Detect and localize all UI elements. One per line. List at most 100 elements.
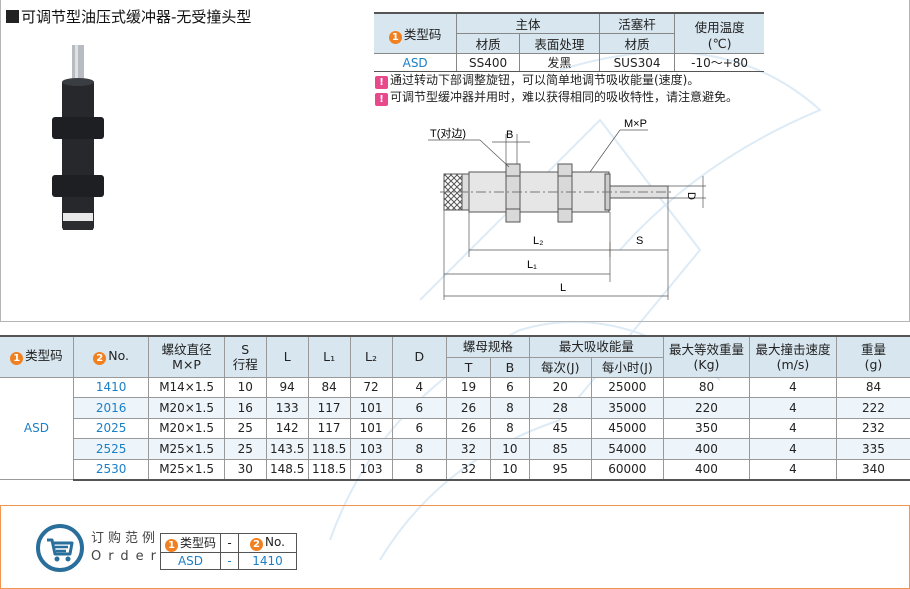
body-header: 主体 (456, 12, 600, 34)
marker-1-icon: 1 (10, 352, 24, 366)
energy-header: 最大吸收能量 (528, 335, 665, 358)
per-hour-cell: 60000 (590, 458, 665, 481)
no-cell: 1410 (72, 376, 150, 398)
note-item: !可调节型缓冲器并用时，难以获得相同的吸收特性，请注意避免。 (375, 89, 738, 106)
l-cell: 148.5 (265, 458, 309, 481)
per-hour-header: 每小时(J) (590, 356, 664, 378)
l-cell: 133 (265, 397, 309, 419)
thread-cell: M14×1.5 (148, 376, 225, 398)
rod-header: 活塞杆 (598, 12, 676, 34)
svg-text:S: S (636, 235, 643, 247)
l1-cell: 117 (307, 397, 351, 419)
svg-text:D: D (685, 192, 697, 200)
eq-weight-cell: 400 (663, 458, 750, 481)
s-cell: 30 (223, 458, 267, 481)
order-dash: - (220, 533, 239, 553)
d-cell: 6 (391, 417, 448, 439)
l2-cell: 103 (349, 458, 393, 481)
no-cell: 2525 (73, 438, 150, 460)
b-cell: 6 (490, 376, 530, 398)
s-cell: 10 (223, 376, 267, 398)
eq-weight-header: 最大等效重量(Kg) (663, 335, 750, 378)
warning-icon: ! (375, 93, 388, 106)
l-header: L (265, 335, 309, 378)
eq-weight-cell: 400 (663, 438, 750, 460)
l2-cell: 101 (349, 397, 393, 419)
per-cycle-header: 每次(J) (528, 356, 592, 378)
per-hour-cell: 54000 (590, 438, 665, 460)
order-dash: - (220, 552, 239, 570)
rod-material-value: SUS304 (598, 53, 676, 72)
l1-cell: 84 (307, 376, 351, 398)
t-cell: 26 (446, 417, 492, 439)
svg-text:M×P: M×P (624, 118, 647, 130)
per-hour-cell: 25000 (590, 376, 665, 398)
s-cell: 25 (223, 417, 267, 439)
per-cycle-cell: 85 (528, 438, 592, 460)
eq-weight-cell: 80 (663, 376, 750, 398)
weight-cell: 335 (835, 438, 910, 460)
svg-text:L: L (560, 282, 566, 294)
l2-cell: 72 (349, 376, 393, 398)
rod-material-header: 材质 (598, 33, 675, 54)
type-code-value: ASD (374, 53, 458, 72)
marker-1-icon: 1 (165, 539, 178, 552)
d-header: D (391, 335, 448, 378)
per-cycle-cell: 45 (528, 417, 592, 439)
s-cell: 25 (223, 438, 267, 460)
per-hour-cell: 45000 (590, 417, 665, 439)
per-hour-cell: 35000 (590, 397, 665, 419)
order-type-value: ASD (160, 552, 221, 570)
t-cell: 32 (446, 458, 492, 481)
no-cell: 2025 (73, 417, 150, 439)
marker-2-icon: 2 (250, 538, 264, 551)
l1-cell: 118.5 (307, 458, 351, 481)
l2-cell: 101 (349, 417, 393, 439)
product-photo (52, 45, 104, 230)
t-header: T (446, 356, 492, 378)
b-cell: 8 (490, 417, 530, 439)
weight-cell: 222 (835, 397, 910, 419)
title-square-icon (6, 10, 19, 23)
dimension-drawing: D L₂ S L₁ L B T(对边) M×P (428, 118, 706, 300)
cart-icon (36, 524, 84, 572)
thread-cell: M25×1.5 (148, 438, 225, 460)
thread-cell: M20×1.5 (148, 397, 225, 419)
temp-value: -10～+80 (674, 53, 764, 72)
t-cell: 32 (446, 438, 492, 460)
b-cell: 10 (490, 438, 530, 460)
l2-cell: 103 (349, 438, 393, 460)
t-cell: 19 (446, 376, 492, 398)
notes-list: !通过转动下部调整旋钮，可以简单地调节吸收能量(速度)。 !可调节型缓冲器并用时… (375, 72, 738, 106)
l-cell: 143.5 (265, 438, 309, 460)
b-cell: 10 (490, 458, 530, 481)
svg-text:L₂: L₂ (533, 235, 543, 247)
b-header: B (490, 356, 530, 378)
b-cell: 8 (490, 397, 530, 419)
nut-header: 螺母规格 (446, 335, 530, 358)
page-title: 可调节型油压式缓冲器-无受撞头型 (6, 6, 251, 27)
order-label: 订购范例 Order (91, 531, 163, 564)
l1-cell: 118.5 (307, 438, 351, 460)
per-cycle-cell: 95 (528, 458, 592, 481)
eq-weight-cell: 350 (663, 417, 750, 439)
weight-header: 重量(g) (835, 335, 910, 378)
d-cell: 8 (391, 458, 448, 481)
t-cell: 26 (446, 397, 492, 419)
l2-header: L₂ (349, 335, 393, 378)
speed-cell: 4 (748, 397, 837, 419)
eq-weight-cell: 220 (663, 397, 750, 419)
svg-text:B: B (506, 129, 513, 141)
order-no-value: 1410 (238, 552, 297, 570)
